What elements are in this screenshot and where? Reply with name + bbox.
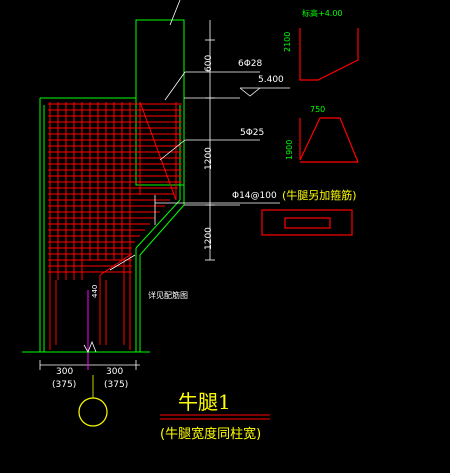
dim-1200-upper: 1200 — [204, 147, 214, 170]
dim-750: 750 — [310, 105, 326, 114]
dim-440: 440 — [91, 284, 99, 298]
dim-1900: 1900 — [285, 139, 294, 160]
stirrup-label: Φ14@100 — [232, 191, 277, 201]
rebar-hatch — [48, 101, 182, 350]
column-outline — [39, 19, 185, 352]
dim-600: 600 — [204, 54, 214, 72]
detail-top-label: 标高+4.00 — [302, 9, 343, 18]
dim-2100: 2100 — [283, 31, 292, 52]
dim-1200-lower: 1200 — [204, 227, 214, 250]
drawing-title: 牛腿1 — [178, 390, 231, 414]
elevation-label: 5.400 — [258, 75, 284, 85]
rebar-detail-2 — [299, 117, 359, 163]
drawing-subtitle: (牛腿宽度同柱宽) — [160, 427, 262, 442]
title-underline — [160, 414, 270, 420]
foundation-circle — [78, 397, 108, 427]
dim-300-right: 300 — [106, 367, 124, 377]
extra-rebar-label: (牛腿另加箍筋) — [282, 189, 357, 202]
slope-note: 详见配筋图 — [148, 291, 188, 300]
dim-375-left: (375) — [52, 380, 77, 390]
dim-375-right: (375) — [104, 380, 129, 390]
rebar-detail-1 — [299, 28, 359, 81]
annotation-leaders — [109, 0, 290, 271]
rebar-top-label: 6Φ28 — [238, 59, 263, 69]
rebar-mid-label: 5Φ25 — [240, 128, 265, 138]
dim-300-left: 300 — [56, 367, 74, 377]
inner-rebar — [99, 254, 131, 345]
break-line — [83, 340, 97, 353]
rebar-detail-3 — [261, 209, 353, 236]
